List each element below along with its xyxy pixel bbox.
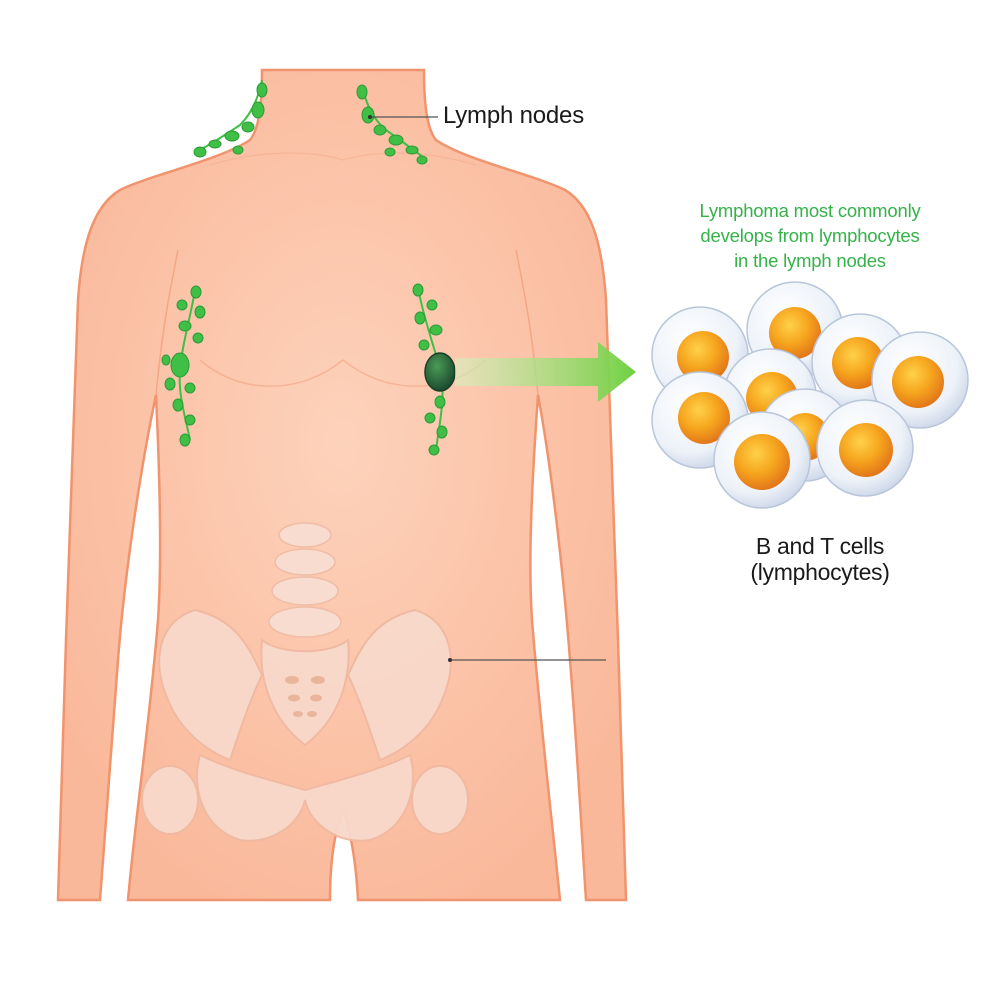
lymphocyte xyxy=(713,411,811,509)
cells-label-line-1: B and T cells xyxy=(755,533,885,559)
caption-line-3: in the lymph nodes xyxy=(734,250,886,271)
cells-label-line-2: (lymphocytes) xyxy=(750,559,890,585)
pelvis-leader-dot xyxy=(448,658,452,662)
lymph-nodes-label: Lymph nodes xyxy=(443,102,585,129)
neck-lymph-nodes-left xyxy=(193,79,268,158)
lymph-nodes-leader-dot xyxy=(368,115,372,119)
lymphoma-caption: Lymphoma most commonly develops from lym… xyxy=(640,198,980,273)
neck-lymph-nodes-right xyxy=(356,84,428,165)
pelvis xyxy=(141,608,469,842)
cells-label: B and T cells (lymphocytes) xyxy=(700,533,940,585)
arrow xyxy=(455,342,636,402)
body-silhouette xyxy=(56,68,628,902)
arm-crease-left xyxy=(155,249,179,396)
lymphocyte-cluster xyxy=(651,281,969,509)
sacrum-holes xyxy=(285,676,325,717)
caption-line-2: develops from lymphocytes xyxy=(700,225,920,246)
axillary-lymph-nodes-left xyxy=(161,285,206,447)
caption-line-1: Lymphoma most commonly xyxy=(699,200,921,221)
spine xyxy=(268,522,342,638)
swollen-lymph-node xyxy=(424,352,456,392)
lymphocyte xyxy=(871,331,969,429)
lymphocyte xyxy=(816,399,914,497)
collarbone-line xyxy=(209,152,477,166)
